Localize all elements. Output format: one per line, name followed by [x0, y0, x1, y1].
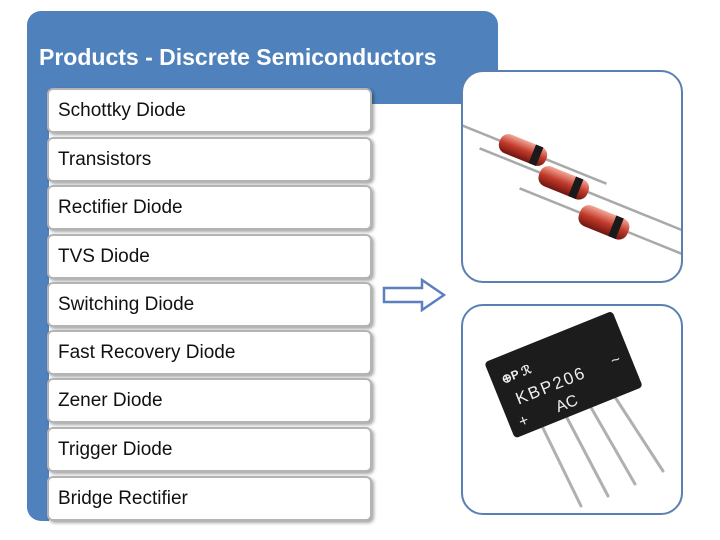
- page-title: Products - Discrete Semiconductors: [39, 44, 437, 70]
- right-arrow-icon: [382, 278, 446, 312]
- list-item-tvs-diode[interactable]: TVS Diode: [47, 234, 372, 279]
- bridge-rectifier-photo-frame: ⊕P ℛ KBP206 + AC ~: [461, 304, 683, 515]
- list-panel-accent: [27, 73, 49, 521]
- list-item-switching-diode[interactable]: Switching Diode: [47, 282, 372, 327]
- list-item-schottky-diode[interactable]: Schottky Diode: [47, 88, 372, 133]
- diode-1: [463, 118, 607, 185]
- diode-3: [519, 187, 681, 269]
- list-item-transistors[interactable]: Transistors: [47, 137, 372, 182]
- list-item-bridge-rectifier[interactable]: Bridge Rectifier: [47, 476, 372, 521]
- diodes-image: [463, 118, 681, 269]
- list-item-trigger-diode[interactable]: Trigger Diode: [47, 427, 372, 472]
- bridge-rectifier-image: ⊕P ℛ KBP206 + AC ~: [485, 312, 665, 508]
- list-item-zener-diode[interactable]: Zener Diode: [47, 378, 372, 423]
- diode-2: [479, 147, 681, 236]
- list-item-rectifier-diode[interactable]: Rectifier Diode: [47, 185, 372, 230]
- list-item-fast-recovery-diode[interactable]: Fast Recovery Diode: [47, 330, 372, 375]
- diode-photo-frame: [461, 70, 683, 283]
